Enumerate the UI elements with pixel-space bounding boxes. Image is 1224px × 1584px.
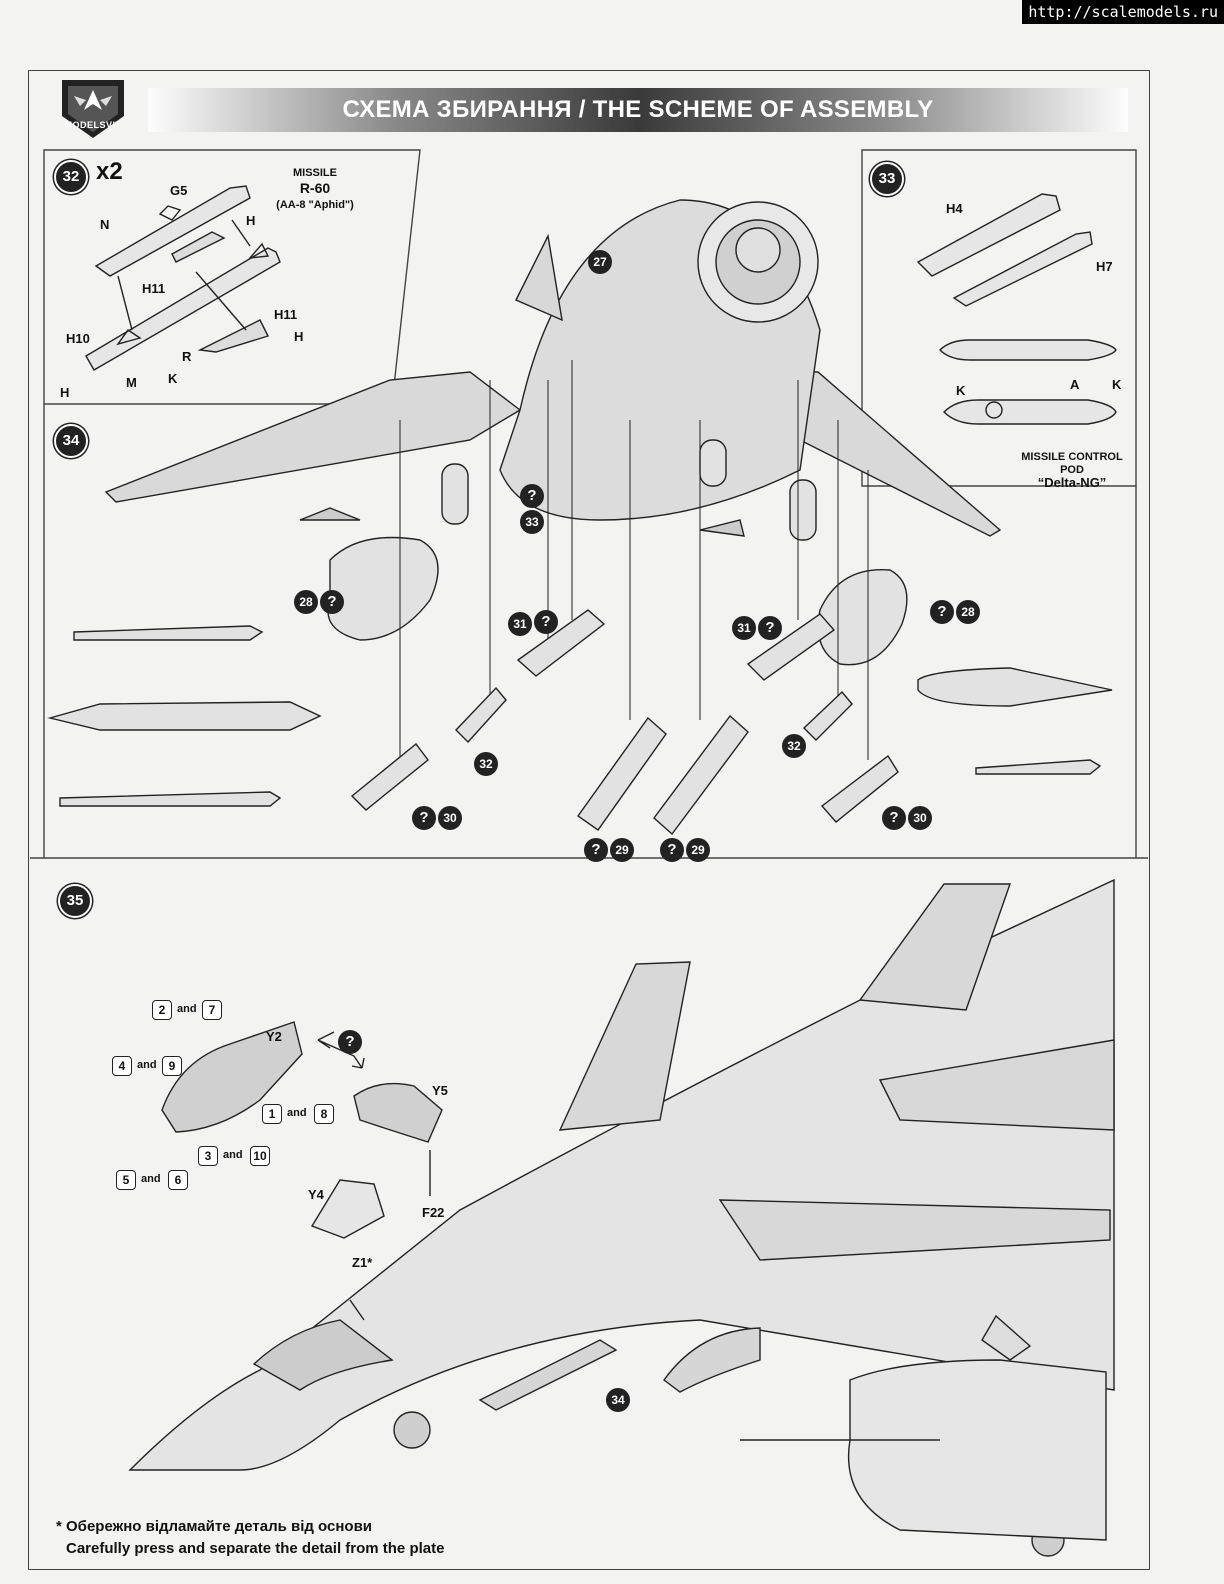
- page-title: СХЕМА ЗБИРАННЯ / THE SCHEME OF ASSEMBLY: [342, 96, 934, 123]
- part-r: R: [182, 349, 192, 364]
- callout-unknown-31-left: ?: [534, 610, 558, 634]
- delta-ng-pod-drawing: [916, 193, 1117, 425]
- and-1-8: and: [287, 1107, 307, 1119]
- callout-30-left: 30: [438, 806, 462, 830]
- aircraft-front-view-drawing: [104, 199, 1002, 666]
- missile-label-2: R-60: [299, 180, 331, 196]
- part-y5: Y5: [432, 1083, 448, 1098]
- part-y2: Y2: [266, 1029, 282, 1044]
- part-f22: F22: [422, 1205, 445, 1220]
- part-m: M: [126, 375, 137, 390]
- callout-29-right: 29: [686, 838, 710, 862]
- callout-unknown-canopy: ?: [338, 1030, 362, 1054]
- step-32-multiplier: x2: [96, 158, 123, 185]
- ref-7: 7: [202, 1000, 222, 1020]
- callout-unknown-28-right: ?: [930, 600, 954, 624]
- part-h11-a: H11: [142, 281, 166, 296]
- part-a-pod: A: [1070, 377, 1080, 392]
- callout-31-right: 31: [732, 616, 756, 640]
- callout-34: 34: [606, 1388, 630, 1412]
- canopy-drawing: [161, 1021, 443, 1321]
- step-35-badge: 35: [58, 884, 92, 918]
- alignment-lines: [399, 360, 869, 760]
- callout-unknown-33: ?: [520, 484, 544, 508]
- ref-3: 3: [198, 1146, 218, 1166]
- callout-unknown-29-left: ?: [584, 838, 608, 862]
- ref-4: 4: [112, 1056, 132, 1076]
- logo-text: MODELSVIT: [64, 120, 122, 130]
- header-bar: [148, 88, 1128, 132]
- missile-label-1: MISSILE: [292, 167, 337, 179]
- part-h11-b: H11: [274, 307, 298, 322]
- watermark-url[interactable]: http://scalemodels.ru: [1022, 0, 1224, 24]
- footer-note-en: Carefully press and separate the detail …: [66, 1540, 445, 1557]
- part-h: H: [246, 213, 256, 228]
- part-h7: H7: [1096, 259, 1113, 274]
- page-frame: [28, 70, 1150, 1570]
- callout-unknown-30-right: ?: [882, 806, 906, 830]
- r60-missile-drawing: [85, 185, 281, 371]
- step-33-badge: 33: [870, 162, 904, 196]
- aircraft-side-view-drawing: [128, 878, 1115, 1557]
- callout-unknown-28-left: ?: [320, 590, 344, 614]
- callout-unknown-29-right: ?: [660, 838, 684, 862]
- footer-note-uk: * Обережно відламайте деталь від основи: [56, 1518, 373, 1535]
- step-32-badge: 32: [54, 160, 88, 194]
- and-5-6: and: [141, 1173, 161, 1185]
- ref-10: 10: [250, 1146, 270, 1166]
- pod-label-1: MISSILE CONTROL: [1021, 451, 1123, 463]
- ref-5: 5: [116, 1170, 136, 1190]
- callout-33: 33: [520, 510, 544, 534]
- step-34-badge: 34: [54, 424, 88, 458]
- callout-29-left: 29: [610, 838, 634, 862]
- ref-8: 8: [314, 1104, 334, 1124]
- ref-2: 2: [152, 1000, 172, 1020]
- missile-label-3: (AA-8 "Aphid"): [276, 199, 354, 211]
- callout-32-left: 32: [474, 752, 498, 776]
- part-n: N: [100, 217, 110, 232]
- part-k-pod-b: K: [1112, 377, 1122, 392]
- callout-30-right: 30: [908, 806, 932, 830]
- callout-28-left: 28: [294, 590, 318, 614]
- and-3-10: and: [223, 1149, 243, 1161]
- stores-drawing: [47, 609, 1113, 836]
- modelsvit-logo: [62, 80, 124, 138]
- part-g5: G5: [170, 183, 188, 198]
- callout-unknown-31-right: ?: [758, 616, 782, 640]
- part-k-pod-a: K: [956, 383, 966, 398]
- part-h-c: H: [60, 385, 70, 400]
- part-y4: Y4: [308, 1187, 324, 1202]
- callout-unknown-30-left: ?: [412, 806, 436, 830]
- ref-9: 9: [162, 1056, 182, 1076]
- ref-1: 1: [262, 1104, 282, 1124]
- callout-28-right: 28: [956, 600, 980, 624]
- callout-31-left: 31: [508, 612, 532, 636]
- part-k: K: [168, 371, 178, 386]
- pod-label-2: POD: [1060, 464, 1084, 476]
- and-4-9: and: [137, 1059, 157, 1071]
- part-z1: Z1*: [352, 1255, 373, 1270]
- part-h10: H10: [66, 331, 90, 346]
- and-2-7: and: [177, 1003, 197, 1015]
- part-h4: H4: [946, 201, 963, 216]
- part-h-b: H: [294, 329, 304, 344]
- pod-label-3: “Delta-NG”: [1037, 475, 1107, 490]
- callout-32-right: 32: [782, 734, 806, 758]
- callout-27: 27: [588, 250, 612, 274]
- ref-6: 6: [168, 1170, 188, 1190]
